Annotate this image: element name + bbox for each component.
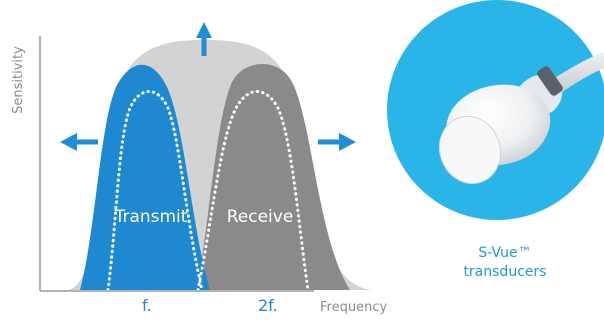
receive-dotted-curve: [196, 90, 310, 292]
y-axis-label: Sensitivity: [11, 46, 26, 114]
product-caption: S-Vue™ transducers: [430, 244, 580, 282]
caption-line-1: S-Vue™: [478, 245, 532, 261]
x-axis-label: Frequency: [320, 300, 387, 315]
arrow-up-icon: [196, 22, 212, 56]
transmit-dotted-curve: [106, 90, 204, 292]
tick-f: f.: [142, 296, 152, 315]
tick-2f: 2f.: [258, 296, 278, 315]
transducer-image: [387, 0, 604, 220]
arrow-left-icon: [60, 133, 98, 151]
transmit-band: [80, 64, 210, 290]
arrow-right-icon: [318, 133, 356, 151]
caption-line-2: transducers: [463, 264, 547, 280]
transmit-label: Transmit: [114, 207, 188, 227]
receive-band: [196, 64, 350, 290]
receive-label: Receive: [227, 207, 294, 227]
